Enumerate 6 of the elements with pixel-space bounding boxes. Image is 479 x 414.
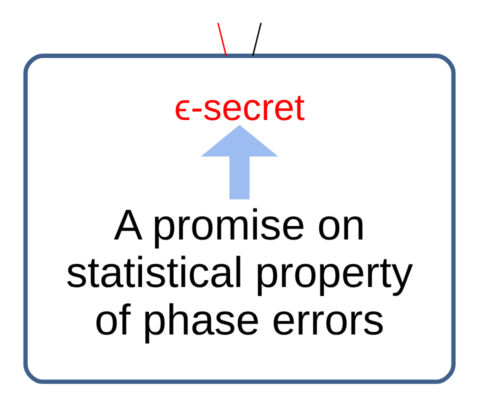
connector bbox=[217, 22, 227, 56]
connector bbox=[252, 22, 262, 56]
node-text: A promise on statistical property of phase errors bbox=[66, 201, 414, 344]
cluster bbox=[23, 53, 456, 384]
node-text: ϵ-secret bbox=[174, 86, 305, 128]
arrow bbox=[200, 124, 278, 199]
